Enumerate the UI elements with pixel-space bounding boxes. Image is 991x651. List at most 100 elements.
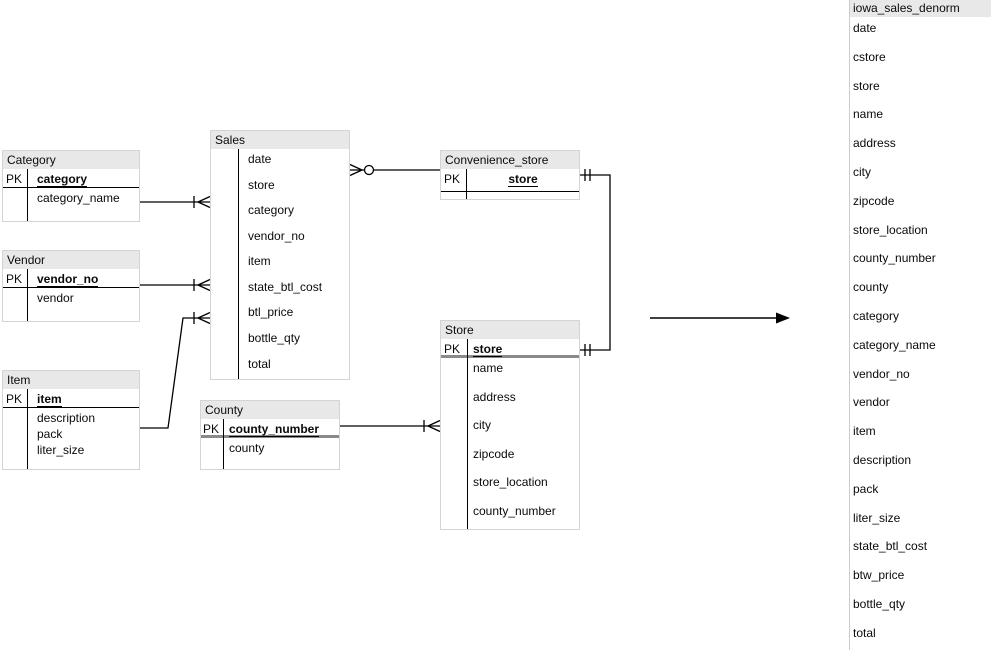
- column-divider: [27, 269, 28, 321]
- table-item[interactable]: Item PK item description pack liter_size: [2, 370, 140, 470]
- table-title: Vendor: [3, 251, 139, 269]
- field-row: category_name: [3, 188, 139, 207]
- pk-row: PK store: [441, 339, 579, 358]
- table-title: Item: [3, 371, 139, 389]
- denorm-field: total: [853, 625, 876, 640]
- pk-label: PK: [6, 272, 23, 286]
- denorm-field: vendor_no: [853, 366, 910, 381]
- field-row: county_number: [441, 501, 579, 530]
- denorm-field: date: [853, 21, 877, 35]
- denorm-field: store_location: [853, 222, 928, 237]
- column-divider: [223, 419, 224, 469]
- pk-field-name: store: [508, 172, 538, 187]
- pk-row: PK county_number: [201, 419, 339, 438]
- column-divider: [466, 169, 467, 199]
- column-divider: [467, 339, 468, 529]
- pk-field-name: category: [37, 172, 88, 187]
- pk-field-name: item: [37, 392, 62, 407]
- field-row: address: [441, 387, 579, 416]
- field-row: btl_price: [211, 302, 349, 328]
- denorm-field: vendor: [853, 395, 890, 410]
- pk-label: PK: [6, 392, 23, 406]
- field-row: total: [211, 354, 349, 380]
- field-row: liter_size: [3, 442, 139, 458]
- field-name: vendor_no: [248, 228, 305, 243]
- relationship-county-store: [340, 419, 441, 433]
- field-row: zipcode: [441, 444, 579, 473]
- panel-iowa-sales-denorm[interactable]: iowa_sales_denorm date cstore store name…: [849, 0, 991, 650]
- table-county[interactable]: County PK county_number county: [200, 400, 340, 470]
- denorm-field: store: [853, 78, 880, 93]
- field-row: pack: [3, 426, 139, 442]
- field-name: date: [248, 152, 272, 166]
- field-name: county: [229, 441, 265, 455]
- table-title: Sales: [211, 131, 349, 149]
- denorm-field: city: [853, 164, 871, 179]
- field-name: zipcode: [473, 446, 515, 461]
- field-name: city: [473, 418, 491, 432]
- pk-label: PK: [444, 342, 461, 356]
- field-row: store: [211, 175, 349, 201]
- relationship-category-sales: [140, 195, 211, 209]
- field-name: store: [248, 177, 275, 192]
- denorm-field: bottle_qty: [853, 596, 906, 611]
- column-divider: [27, 169, 28, 221]
- table-store[interactable]: Store PK store name address city zipcode: [440, 320, 580, 530]
- denorm-field: state_btl_cost: [853, 539, 928, 554]
- denorm-field: county_number: [853, 251, 936, 266]
- denorm-field: item: [853, 424, 876, 439]
- table-title: Convenience_store: [441, 151, 579, 169]
- field-row: category: [211, 200, 349, 226]
- pk-field-name: store: [473, 342, 503, 357]
- table-convenience-store[interactable]: Convenience_store PK store: [440, 150, 580, 200]
- relationship-sales-convenience-store: [349, 163, 440, 177]
- denorm-field: name: [853, 107, 884, 122]
- field-name: liter_size: [37, 443, 85, 457]
- denorm-field: pack: [853, 481, 879, 496]
- table-sales[interactable]: Sales date store category vendor_no item: [210, 130, 350, 380]
- field-row: vendor_no: [211, 226, 349, 252]
- field-name: store_location: [473, 475, 548, 489]
- relationship-convenience-store-store: [580, 169, 611, 356]
- field-row: store_location: [441, 472, 579, 501]
- table-vendor[interactable]: Vendor PK vendor_no vendor: [2, 250, 140, 322]
- denorm-field: zipcode: [853, 193, 895, 208]
- field-name: pack: [37, 427, 63, 441]
- pk-row: PK store: [441, 169, 579, 192]
- table-title: Store: [441, 321, 579, 339]
- transformation-arrow: [650, 312, 790, 324]
- denorm-field: description: [853, 452, 912, 467]
- field-row: name: [441, 358, 579, 387]
- relationship-vendor-sales: [140, 278, 211, 292]
- table-category[interactable]: Category PK category category_name: [2, 150, 140, 222]
- table-title: Category: [3, 151, 139, 169]
- field-row: vendor: [3, 288, 139, 307]
- field-row: date: [211, 149, 349, 175]
- field-name: county_number: [473, 503, 556, 518]
- denorm-field: county: [853, 280, 889, 295]
- pk-field-name: vendor_no: [37, 272, 99, 287]
- field-name: description: [37, 411, 96, 425]
- field-name: btl_price: [248, 305, 294, 320]
- field-row: description: [3, 408, 139, 426]
- column-divider: [238, 149, 239, 379]
- pk-label: PK: [203, 422, 220, 436]
- field-name: category_name: [37, 191, 120, 205]
- field-name: vendor: [37, 291, 74, 305]
- field-row: state_btl_cost: [211, 277, 349, 303]
- denorm-field: address: [853, 136, 896, 151]
- pk-field-name: county_number: [229, 422, 320, 437]
- denorm-field: category: [853, 308, 900, 323]
- pk-label: PK: [6, 172, 23, 186]
- column-divider: [27, 389, 28, 469]
- field-row: item: [211, 251, 349, 277]
- field-name: total: [248, 356, 271, 371]
- field-row: city: [441, 415, 579, 444]
- field-name: bottle_qty: [248, 330, 301, 345]
- field-name: state_btl_cost: [248, 279, 323, 294]
- pk-row: PK vendor_no: [3, 269, 139, 288]
- denorm-field: liter_size: [853, 510, 901, 525]
- field-name: item: [248, 254, 271, 269]
- field-name: name: [473, 361, 504, 375]
